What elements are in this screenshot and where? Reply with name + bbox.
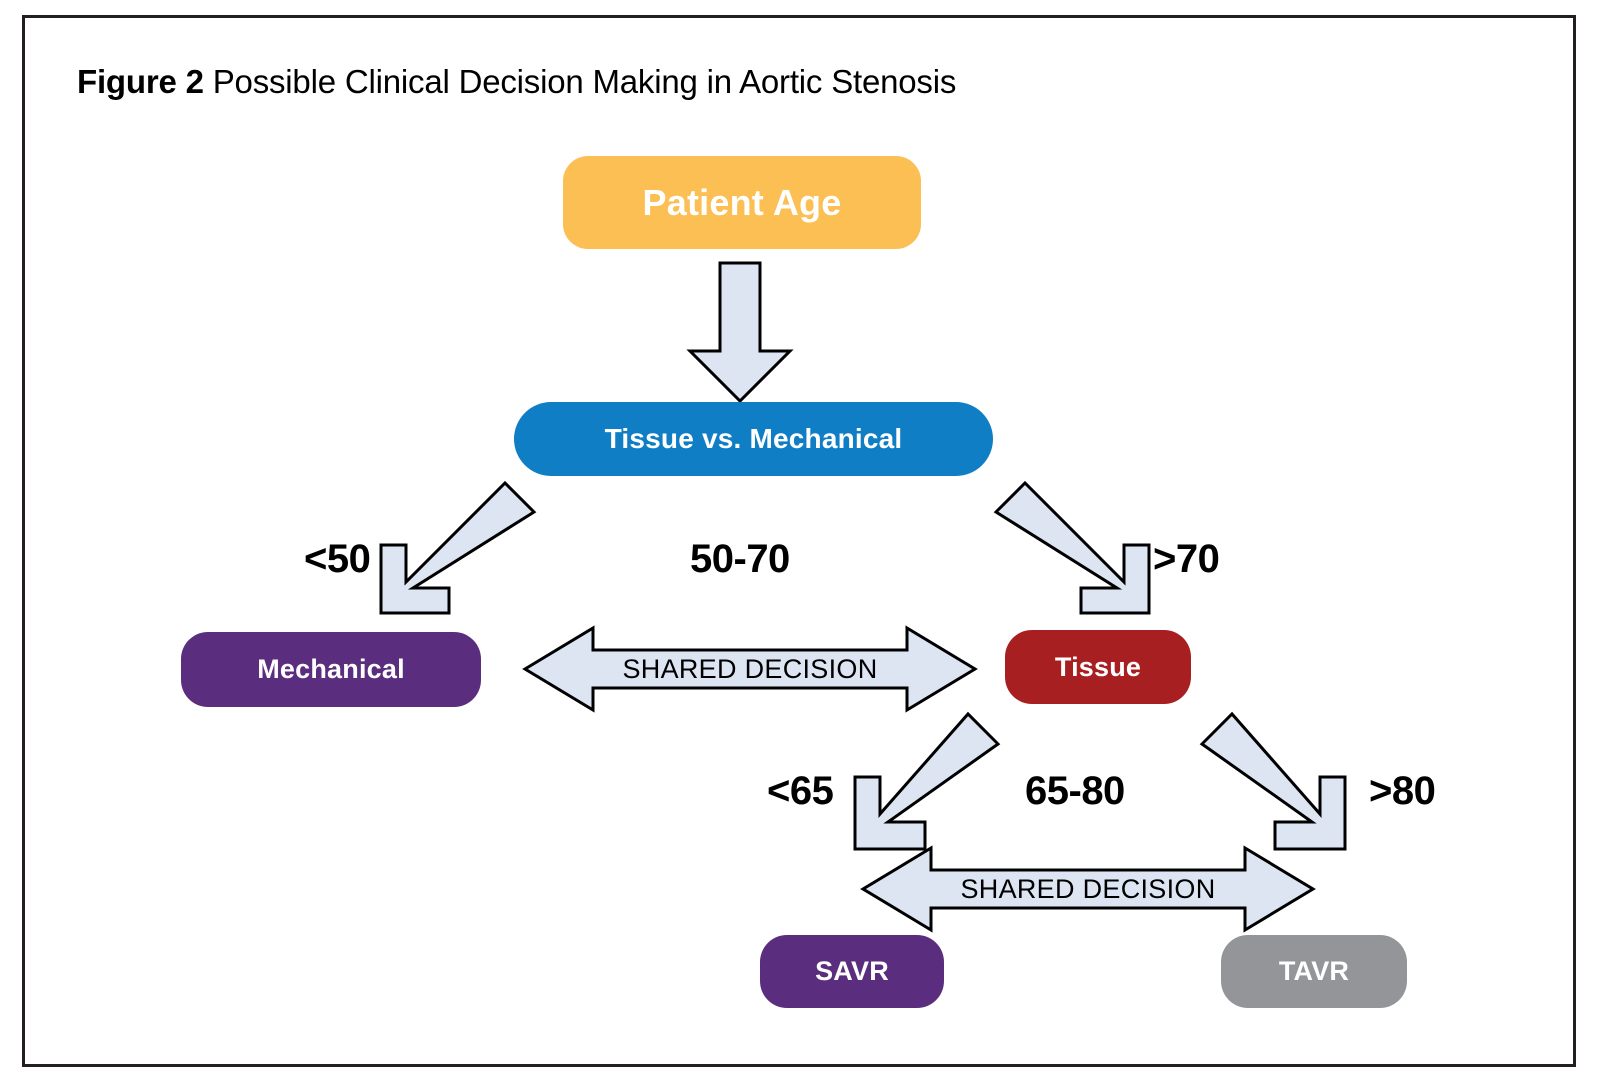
- figure-number: Figure 2: [77, 63, 204, 100]
- node-patient-age[interactable]: Patient Age: [563, 156, 921, 249]
- branch-label-50-70: 50-70: [690, 537, 790, 581]
- node-tissue-vs-mechanical[interactable]: Tissue vs. Mechanical: [514, 402, 993, 476]
- arrow-shared-decision-lower: [860, 845, 1316, 933]
- arrow-shared-decision-upper: [522, 625, 978, 713]
- node-tissue[interactable]: Tissue: [1005, 630, 1191, 704]
- arrow-diagonal-to-tissue: [993, 480, 1151, 615]
- branch-label-gt-70: >70: [1153, 537, 1220, 581]
- node-tavr[interactable]: TAVR: [1221, 935, 1407, 1008]
- branch-label-65-80: 65-80: [1025, 769, 1125, 813]
- node-tavr-label: TAVR: [1278, 956, 1350, 986]
- node-patient-age-label: Patient Age: [642, 181, 842, 223]
- page-title: Figure 2 Possible Clinical Decision Maki…: [77, 62, 956, 102]
- node-tissue-vs-mechanical-label: Tissue vs. Mechanical: [604, 423, 903, 454]
- figure-subtitle: Possible Clinical Decision Making in Aor…: [203, 63, 957, 100]
- node-mechanical[interactable]: Mechanical: [181, 632, 481, 707]
- arrow-diagonal-to-mechanical: [379, 480, 537, 615]
- branch-label-lt-65: <65: [767, 769, 834, 813]
- node-mechanical-label: Mechanical: [257, 654, 405, 684]
- branch-label-gt-80: >80: [1369, 769, 1436, 813]
- node-tissue-label: Tissue: [1054, 651, 1142, 682]
- node-savr-label: SAVR: [815, 956, 889, 986]
- arrow-down-patient-age-to-decision: [686, 261, 794, 404]
- node-savr[interactable]: SAVR: [760, 935, 944, 1008]
- shared-decision-label-lower: SHARED DECISION: [960, 874, 1216, 904]
- shared-decision-label-upper: SHARED DECISION: [622, 654, 878, 684]
- figure-frame: Figure 2 Possible Clinical Decision Maki…: [22, 15, 1576, 1067]
- arrow-diagonal-to-savr: [853, 711, 1001, 851]
- arrow-diagonal-to-tavr: [1199, 711, 1347, 851]
- branch-label-lt-50: <50: [304, 537, 371, 581]
